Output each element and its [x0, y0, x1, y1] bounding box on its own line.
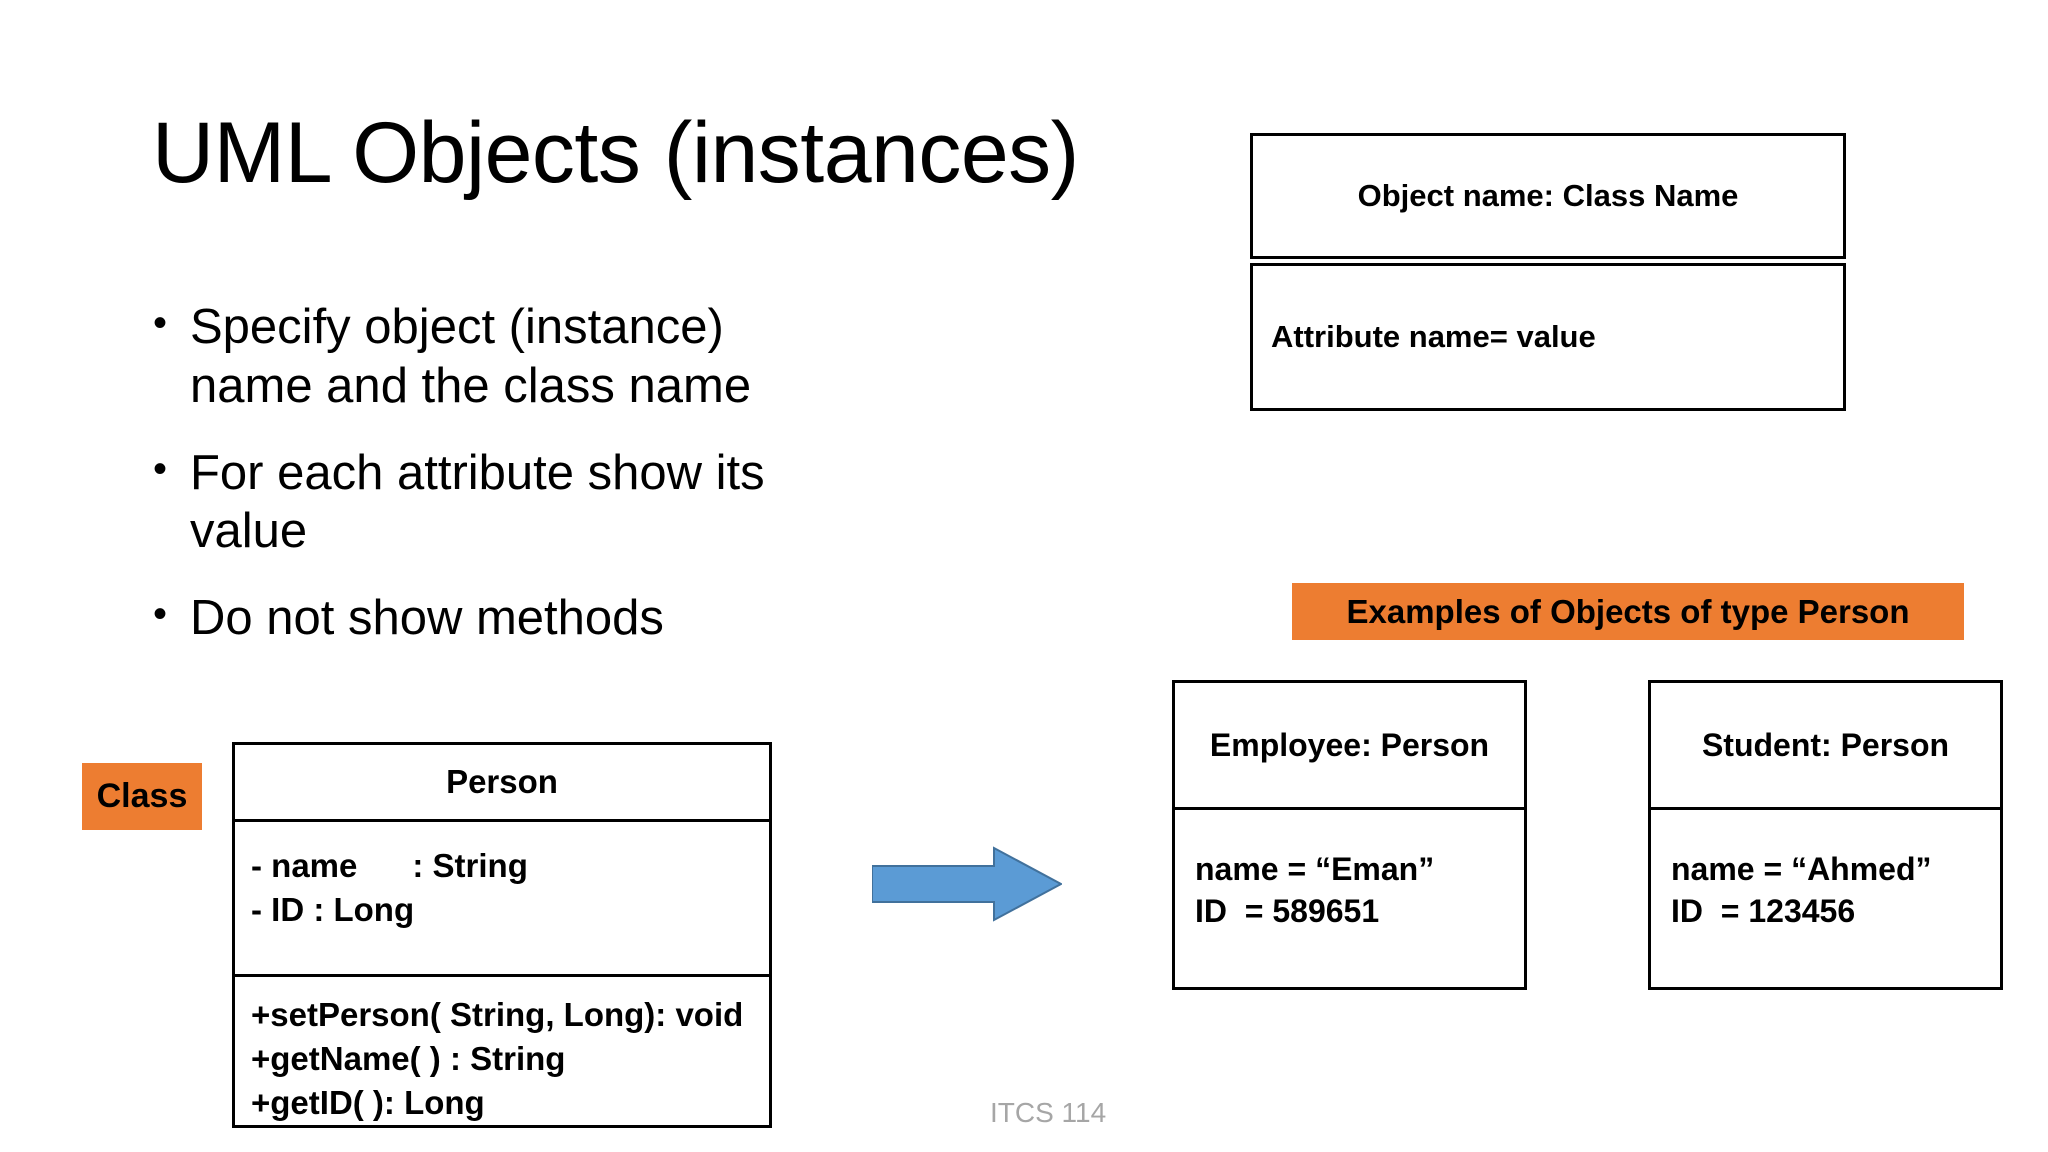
- person-class-name: Person: [235, 745, 769, 822]
- examples-banner: Examples of Objects of type Person: [1292, 583, 1964, 640]
- student-object-header: Student: Person: [1651, 683, 2000, 810]
- attribute-line: name = “Eman”: [1195, 851, 1435, 887]
- employee-attributes-compartment: name = “Eman” ID = 589651: [1175, 810, 1524, 932]
- template-object-diagram: Object name: Class Name Attribute name= …: [1250, 133, 1846, 411]
- class-badge: Class: [82, 763, 202, 830]
- template-object-header: Object name: Class Name: [1250, 133, 1846, 259]
- right-arrow-icon: [871, 846, 1064, 922]
- employee-object-diagram: Employee: Person name = “Eman” ID = 5896…: [1172, 680, 1527, 990]
- person-attributes-compartment: - name : String - ID : Long: [235, 822, 769, 977]
- method-line: +setPerson( String, Long): void: [251, 996, 744, 1033]
- attribute-line: ID = 589651: [1195, 893, 1380, 930]
- slide-footer: ITCS 114: [990, 1097, 1107, 1128]
- attribute-line: ID = 123456: [1671, 893, 1856, 930]
- method-line: +getName( ) : String: [251, 1039, 566, 1077]
- list-item: Do not show methods: [148, 587, 848, 648]
- employee-object-header: Employee: Person: [1175, 683, 1524, 810]
- student-attributes-compartment: name = “Ahmed” ID = 123456: [1651, 810, 2000, 932]
- method-line: +getID( ): Long: [251, 1083, 485, 1121]
- template-object-attribute-line: Attribute name= value: [1250, 263, 1846, 411]
- bullet-list: Specify object (instance) name and the c…: [148, 296, 848, 676]
- student-object-diagram: Student: Person name = “Ahmed” ID = 1234…: [1648, 680, 2003, 990]
- attribute-line: - name : String: [251, 847, 528, 884]
- attribute-line: - ID : Long: [251, 890, 415, 928]
- list-item: For each attribute show its value: [148, 442, 848, 562]
- person-methods-compartment: +setPerson( String, Long): void +getName…: [235, 977, 769, 1125]
- list-item: Specify object (instance) name and the c…: [148, 296, 848, 416]
- page-title: UML Objects (instances): [152, 105, 1079, 201]
- person-class-diagram: Person - name : String - ID : Long +setP…: [232, 742, 772, 1128]
- attribute-line: name = “Ahmed”: [1671, 851, 1932, 887]
